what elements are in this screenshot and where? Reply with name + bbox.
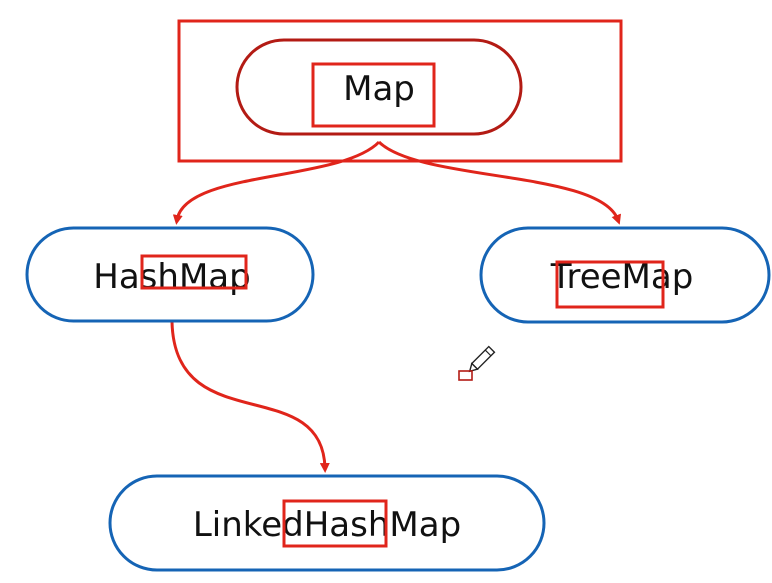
treemap-pill <box>479 226 771 324</box>
arrow-map-to-hashmap <box>172 140 381 225</box>
map-node[interactable]: Map <box>177 19 623 163</box>
linkedhashmap-pill <box>108 474 546 572</box>
arrow-hashmap-to-linkedhashmap <box>170 321 330 473</box>
hashmap-label: HashMap <box>93 257 250 297</box>
hashmap-node[interactable]: HashMap <box>25 226 315 323</box>
treemap-label-highlight <box>555 260 665 309</box>
pencil-cursor-box <box>458 370 473 381</box>
hashmap-label-highlight <box>140 254 248 290</box>
map-label-highlight <box>311 62 436 128</box>
hashmap-pill <box>25 226 315 323</box>
linkedhashmap-label-highlight <box>282 499 388 548</box>
pencil-icon <box>468 345 496 373</box>
map-pill <box>235 38 523 136</box>
linkedhashmap-node[interactable]: LinkedHashMap <box>108 474 546 572</box>
treemap-node[interactable]: TreeMap <box>479 226 771 324</box>
map-label: Map <box>343 69 415 109</box>
arrow-map-to-treemap <box>377 140 621 225</box>
map-highlight-box <box>177 19 623 163</box>
linkedhashmap-label: LinkedHashMap <box>193 505 461 545</box>
treemap-label: TreeMap <box>550 257 694 297</box>
